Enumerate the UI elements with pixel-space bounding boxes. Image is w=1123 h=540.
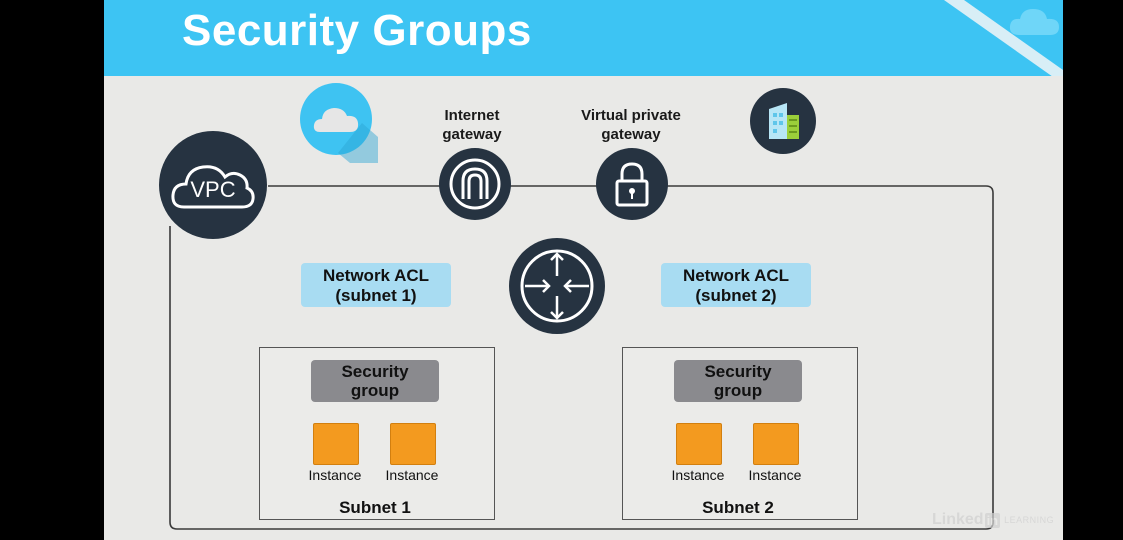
gateway-arch-icon (449, 158, 501, 210)
internet-gateway-label-line-2: gateway (442, 126, 502, 143)
internet-gateway-label: Internet gateway (422, 106, 522, 144)
linkedin-learning-watermark: Linked in LEARNING (932, 510, 1054, 530)
cloud-icon (313, 108, 359, 132)
instance-icon (313, 423, 359, 465)
instance-label: Instance (385, 467, 439, 483)
watermark-in: in (984, 512, 1001, 528)
watermark-brand: Linked (932, 511, 984, 528)
virtual-private-gateway-label: Virtual private gateway (566, 106, 696, 144)
instance-label: Instance (308, 467, 362, 483)
corporate-datacenter-node (750, 88, 816, 154)
sg-2-line-2: group (713, 381, 763, 400)
instance-icon (676, 423, 722, 465)
vpc-label: VPC (190, 177, 236, 202)
router-arrows-icon (520, 249, 594, 323)
sg-1-line-1: Security (341, 362, 409, 381)
internet-gateway-node (439, 148, 511, 220)
network-acl-subnet-2: Network ACL (subnet 2) (661, 263, 811, 307)
instance-icon (753, 423, 799, 465)
virtual-private-gateway-node (596, 148, 668, 220)
cloud-node-shadow (338, 123, 378, 163)
padlock-icon (615, 162, 649, 207)
vpc-cloud-icon (171, 165, 255, 209)
router-node (509, 238, 605, 334)
instance-icon (390, 423, 436, 465)
network-acl-subnet-1: Network ACL (subnet 1) (301, 263, 451, 307)
acl-1-line-1: Network ACL (322, 266, 430, 285)
header-bar: Security Groups (104, 0, 1063, 76)
header-cloud-icon (1009, 9, 1059, 35)
internet-cloud-node (300, 83, 378, 163)
vpg-label-line-2: gateway (601, 126, 661, 143)
building-icon (769, 103, 799, 139)
acl-2-line-2: (subnet 2) (695, 286, 777, 305)
sg-2-line-1: Security (704, 362, 772, 381)
subnet-2-box: Security group Instance Instance Subnet … (622, 347, 858, 520)
subnet-1-label: Subnet 1 (339, 498, 411, 517)
page-title: Security Groups (182, 6, 532, 55)
vpg-label-line-1: Virtual private (581, 107, 681, 124)
acl-1-line-2: (subnet 1) (335, 286, 417, 305)
vpc-node: VPC (159, 131, 267, 239)
header-corner-stripe (944, 0, 1063, 76)
security-group-2: Security group (674, 360, 802, 402)
slide: Security Groups VPC Internet gateway (104, 0, 1063, 540)
watermark-suffix: LEARNING (1004, 515, 1055, 525)
instance-label: Instance (748, 467, 802, 483)
sg-1-line-2: group (350, 381, 400, 400)
subnet-1-box: Security group Instance Instance Subnet … (259, 347, 495, 520)
instance-label: Instance (671, 467, 725, 483)
security-group-1: Security group (311, 360, 439, 402)
subnet-2-label: Subnet 2 (702, 498, 774, 517)
internet-gateway-label-line-1: Internet (444, 107, 500, 124)
acl-2-line-1: Network ACL (682, 266, 790, 285)
